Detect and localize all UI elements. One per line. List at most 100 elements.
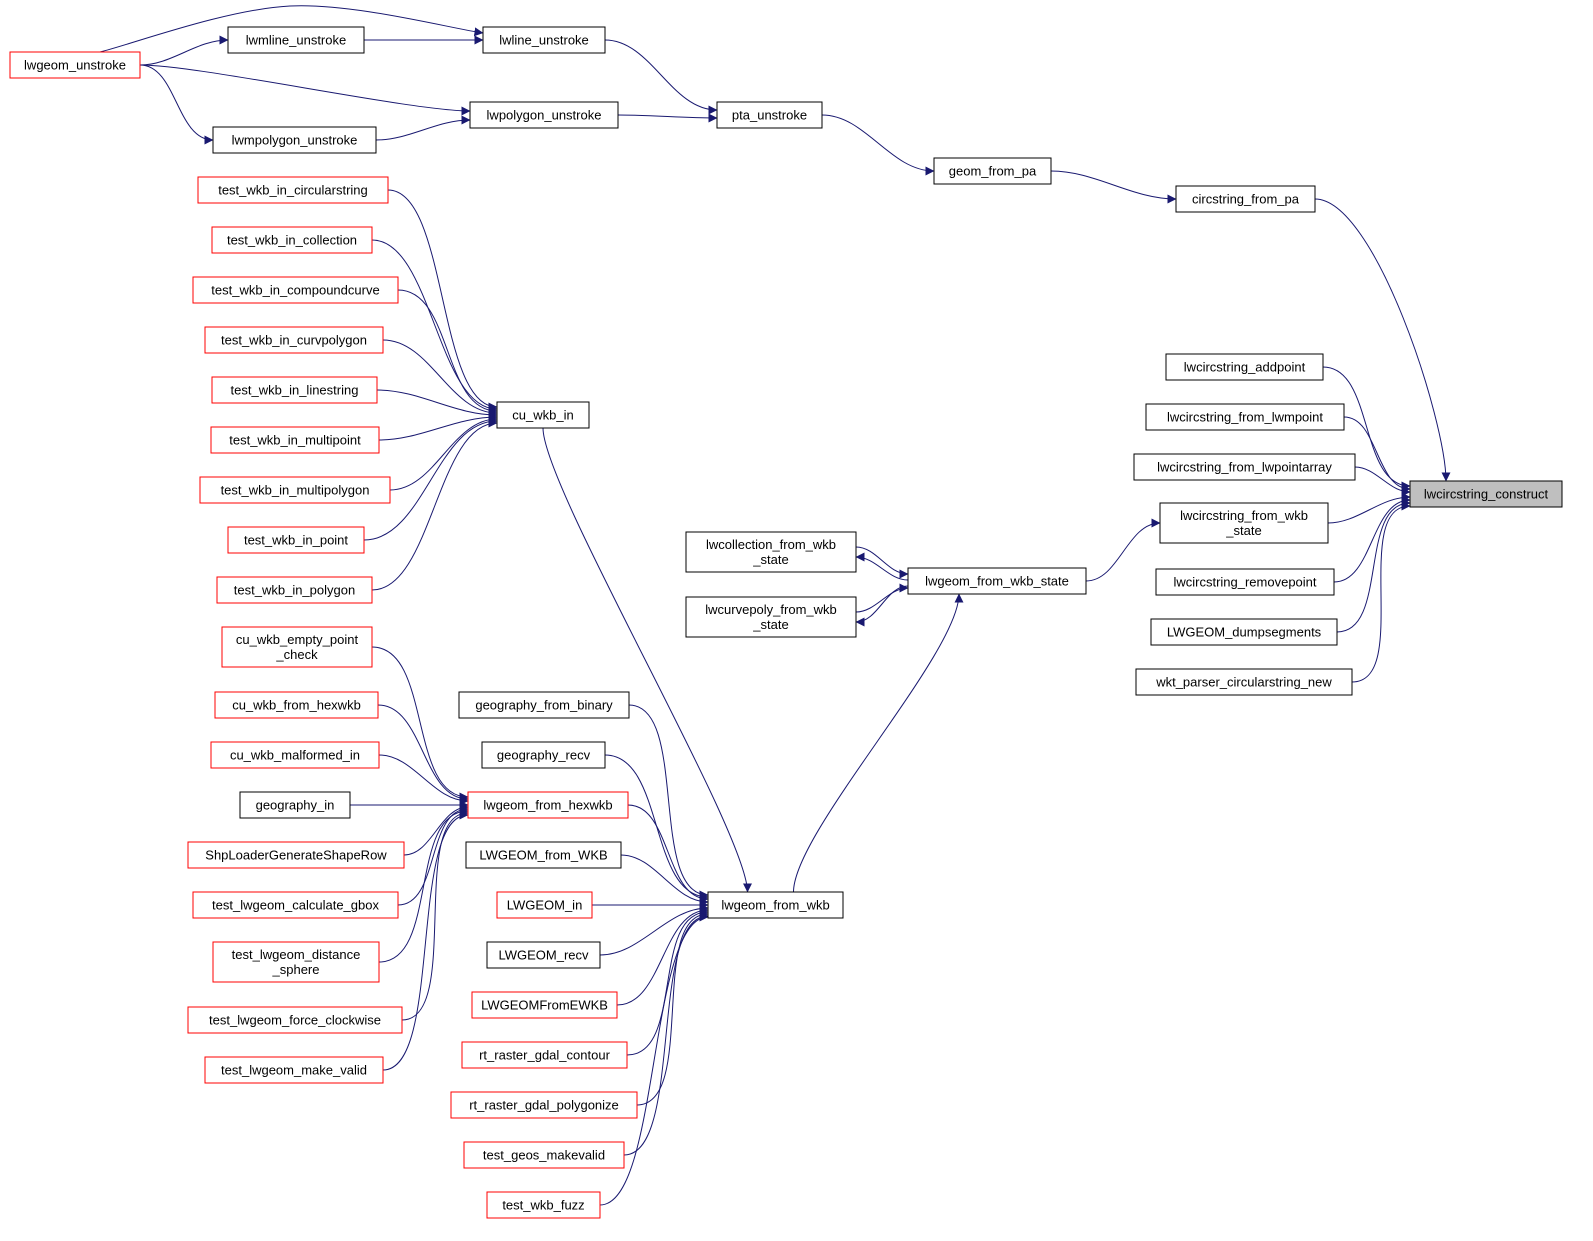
- node-box[interactable]: [199, 476, 391, 504]
- node-lwmline_unstroke[interactable]: lwmline_unstroke: [227, 26, 365, 54]
- node-pta_unstroke[interactable]: pta_unstroke: [716, 101, 823, 129]
- node-lwcircstring_from_wkb_state[interactable]: lwcircstring_from_wkb_state: [1159, 502, 1329, 544]
- node-lwcurvepoly_from_wkb_state[interactable]: lwcurvepoly_from_wkb_state: [685, 596, 857, 638]
- node-box[interactable]: [481, 741, 606, 769]
- node-box[interactable]: [227, 526, 365, 554]
- node-cu_wkb_empty_point_check[interactable]: cu_wkb_empty_point_check: [221, 626, 373, 668]
- node-ShpLoaderGenerateShapeRow[interactable]: ShpLoaderGenerateShapeRow: [187, 841, 405, 869]
- node-geography_from_binary[interactable]: geography_from_binary: [458, 691, 630, 719]
- node-box[interactable]: [212, 941, 380, 983]
- node-box[interactable]: [496, 401, 590, 429]
- node-box[interactable]: [1159, 502, 1329, 544]
- node-box[interactable]: [1145, 403, 1345, 431]
- node-box[interactable]: [463, 1141, 625, 1169]
- node-box[interactable]: [211, 226, 373, 254]
- node-test_wkb_in_multipoint[interactable]: test_wkb_in_multipoint: [210, 426, 380, 454]
- node-box[interactable]: [216, 576, 373, 604]
- node-box[interactable]: [685, 596, 857, 638]
- node-box[interactable]: [1135, 668, 1353, 696]
- node-box[interactable]: [458, 691, 630, 719]
- node-lwgeom_from_wkb[interactable]: lwgeom_from_wkb: [707, 891, 844, 919]
- node-lwgeom_from_wkb_state[interactable]: lwgeom_from_wkb_state: [907, 567, 1087, 595]
- node-box[interactable]: [471, 991, 618, 1019]
- node-box[interactable]: [214, 691, 379, 719]
- node-box[interactable]: [450, 1091, 638, 1119]
- node-box[interactable]: [465, 841, 622, 869]
- node-box[interactable]: [907, 567, 1087, 595]
- node-box[interactable]: [192, 891, 399, 919]
- node-box[interactable]: [1175, 185, 1316, 213]
- node-box[interactable]: [461, 1041, 628, 1069]
- node-box[interactable]: [192, 276, 399, 304]
- node-test_wkb_in_multipolygon[interactable]: test_wkb_in_multipolygon: [199, 476, 391, 504]
- node-LWGEOMFromEWKB[interactable]: LWGEOMFromEWKB: [471, 991, 618, 1019]
- node-lwmpolygon_unstroke[interactable]: lwmpolygon_unstroke: [212, 126, 377, 154]
- node-wkt_parser_circularstring_new[interactable]: wkt_parser_circularstring_new: [1135, 668, 1353, 696]
- node-box[interactable]: [933, 157, 1052, 185]
- node-test_wkb_in_circularstring[interactable]: test_wkb_in_circularstring: [197, 176, 389, 204]
- node-rt_raster_gdal_contour[interactable]: rt_raster_gdal_contour: [461, 1041, 628, 1069]
- node-box[interactable]: [1155, 568, 1335, 596]
- node-lwcollection_from_wkb_state[interactable]: lwcollection_from_wkb_state: [685, 531, 857, 573]
- node-box[interactable]: [227, 26, 365, 54]
- node-box[interactable]: [187, 1006, 403, 1034]
- node-lwgeom_unstroke[interactable]: lwgeom_unstroke: [9, 51, 141, 79]
- node-lwgeom_from_hexwkb[interactable]: lwgeom_from_hexwkb: [467, 791, 629, 819]
- node-box[interactable]: [204, 326, 384, 354]
- node-box[interactable]: [685, 531, 857, 573]
- node-geography_in[interactable]: geography_in: [239, 791, 351, 819]
- node-lwcircstring_from_lwpointarray[interactable]: lwcircstring_from_lwpointarray: [1133, 453, 1356, 481]
- node-box[interactable]: [486, 941, 601, 969]
- node-LWGEOM_recv[interactable]: LWGEOM_recv: [486, 941, 601, 969]
- node-test_wkb_in_polygon[interactable]: test_wkb_in_polygon: [216, 576, 373, 604]
- node-box[interactable]: [469, 101, 619, 129]
- node-box[interactable]: [1150, 618, 1338, 646]
- node-box[interactable]: [467, 791, 629, 819]
- node-box[interactable]: [486, 1191, 601, 1219]
- node-box[interactable]: [239, 791, 351, 819]
- node-test_wkb_in_collection[interactable]: test_wkb_in_collection: [211, 226, 373, 254]
- node-lwcircstring_removepoint[interactable]: lwcircstring_removepoint: [1155, 568, 1335, 596]
- node-lwcircstring_addpoint[interactable]: lwcircstring_addpoint: [1165, 353, 1324, 381]
- node-box[interactable]: [212, 126, 377, 154]
- node-LWGEOM_in[interactable]: LWGEOM_in: [496, 891, 593, 919]
- node-test_wkb_in_linestring[interactable]: test_wkb_in_linestring: [211, 376, 378, 404]
- node-test_geos_makevalid[interactable]: test_geos_makevalid: [463, 1141, 625, 1169]
- node-box[interactable]: [707, 891, 844, 919]
- node-box[interactable]: [197, 176, 389, 204]
- node-LWGEOM_from_WKB[interactable]: LWGEOM_from_WKB: [465, 841, 622, 869]
- node-lwpolygon_unstroke[interactable]: lwpolygon_unstroke: [469, 101, 619, 129]
- node-circstring_from_pa[interactable]: circstring_from_pa: [1175, 185, 1316, 213]
- node-test_wkb_in_compoundcurve[interactable]: test_wkb_in_compoundcurve: [192, 276, 399, 304]
- node-box[interactable]: [9, 51, 141, 79]
- node-rt_raster_gdal_polygonize[interactable]: rt_raster_gdal_polygonize: [450, 1091, 638, 1119]
- node-box[interactable]: [221, 626, 373, 668]
- node-test_wkb_fuzz[interactable]: test_wkb_fuzz: [486, 1191, 601, 1219]
- node-test_lwgeom_force_clockwise[interactable]: test_lwgeom_force_clockwise: [187, 1006, 403, 1034]
- node-label: LWGEOM_recv: [498, 948, 589, 963]
- node-test_lwgeom_calculate_gbox[interactable]: test_lwgeom_calculate_gbox: [192, 891, 399, 919]
- node-geom_from_pa[interactable]: geom_from_pa: [933, 157, 1052, 185]
- node-lwline_unstroke[interactable]: lwline_unstroke: [482, 26, 606, 54]
- node-box[interactable]: [716, 101, 823, 129]
- node-test_lwgeom_distance_sphere[interactable]: test_lwgeom_distance_sphere: [212, 941, 380, 983]
- node-lwcircstring_construct: lwcircstring_construct: [1409, 480, 1563, 508]
- node-lwcircstring_from_lwmpoint[interactable]: lwcircstring_from_lwmpoint: [1145, 403, 1345, 431]
- node-box[interactable]: [1133, 453, 1356, 481]
- node-cu_wkb_in[interactable]: cu_wkb_in: [496, 401, 590, 429]
- node-box[interactable]: [482, 26, 606, 54]
- node-test_wkb_in_point[interactable]: test_wkb_in_point: [227, 526, 365, 554]
- node-box[interactable]: [1165, 353, 1324, 381]
- node-LWGEOM_dumpsegments[interactable]: LWGEOM_dumpsegments: [1150, 618, 1338, 646]
- node-box[interactable]: [187, 841, 405, 869]
- node-box[interactable]: [210, 426, 380, 454]
- node-box[interactable]: [496, 891, 593, 919]
- node-cu_wkb_malformed_in[interactable]: cu_wkb_malformed_in: [210, 741, 380, 769]
- node-test_lwgeom_make_valid[interactable]: test_lwgeom_make_valid: [204, 1056, 384, 1084]
- node-geography_recv[interactable]: geography_recv: [481, 741, 606, 769]
- node-cu_wkb_from_hexwkb[interactable]: cu_wkb_from_hexwkb: [214, 691, 379, 719]
- node-box[interactable]: [204, 1056, 384, 1084]
- node-test_wkb_in_curvpolygon[interactable]: test_wkb_in_curvpolygon: [204, 326, 384, 354]
- node-box[interactable]: [210, 741, 380, 769]
- node-box[interactable]: [211, 376, 378, 404]
